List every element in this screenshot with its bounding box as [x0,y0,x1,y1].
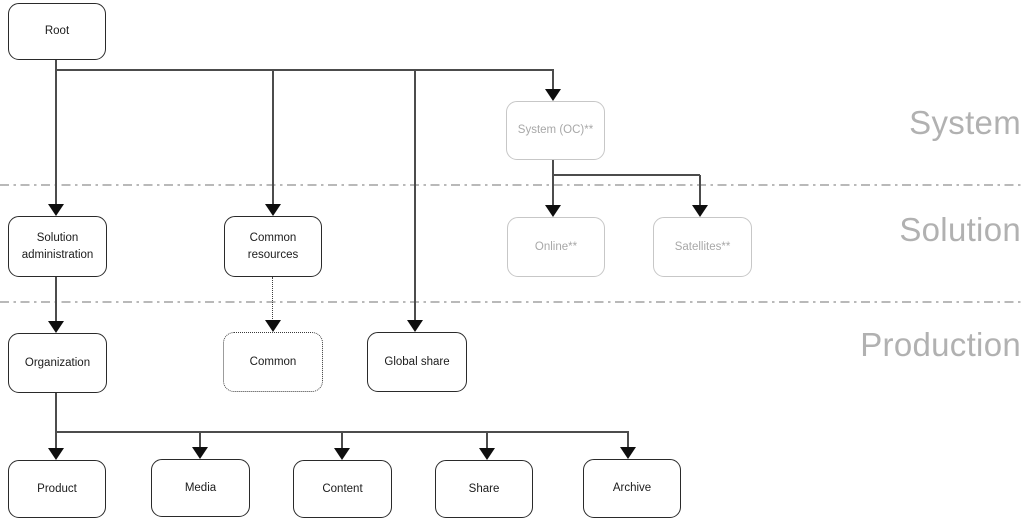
arrowhead-content [334,448,350,460]
node-global-share: Global share [367,332,467,392]
arrowhead-archive [620,447,636,459]
arrowhead-global-share [407,320,423,332]
connector-system-oc-to-satellites [699,175,701,206]
connector-root-to-solution-administration [55,60,57,205]
node-common-resources-label: Common resources [247,232,299,261]
node-solution-administration-label: Solution administration [21,232,94,261]
node-system-oc: System (OC)** [506,101,605,160]
connector-root-to-common-resources [272,70,274,205]
node-satellites: Satellites** [653,217,752,277]
connector-to-archive [627,432,629,448]
node-content: Content [293,460,392,518]
connector-solution-administration-to-organization [55,277,57,322]
node-solution-administration: Solution administration [8,216,107,277]
arrowhead-satellites [692,205,708,217]
node-share-label: Share [468,482,500,495]
zone-label-system: System [909,104,1021,141]
node-online: Online** [507,217,605,277]
arrowhead-common-resources [265,204,281,216]
node-organization: Organization [8,333,107,393]
node-archive-label: Archive [612,482,652,495]
connector-organization-down [55,393,57,449]
node-media-label: Media [184,481,217,494]
arrowhead-share [479,448,495,460]
connector-to-content [341,432,343,449]
connector-root-to-system-oc [552,70,554,90]
node-common: Common [223,332,323,392]
connector-common-resources-to-common-dotted [272,277,274,321]
zone-divider-system-solution [0,184,1024,186]
node-product: Product [8,460,106,518]
arrowhead-solution-administration [48,204,64,216]
node-online-label: Online** [534,240,578,253]
arrowhead-media [192,447,208,459]
node-media: Media [151,459,250,517]
node-satellites-label: Satellites** [674,240,731,253]
node-product-label: Product [37,482,77,495]
node-archive: Archive [583,459,681,518]
arrowhead-common [265,320,281,332]
node-common-label: Common [249,355,297,368]
zone-divider-solution-production [0,301,1024,303]
zone-label-solution: Solution [899,211,1021,248]
node-root-label: Root [44,25,70,38]
arrowhead-product [48,448,64,460]
node-global-share-label: Global share [384,355,450,368]
node-content-label: Content [322,482,363,495]
node-system-oc-label: System (OC)** [517,124,594,137]
arrowhead-online [545,205,561,217]
node-common-resources: Common resources [224,216,322,277]
node-root: Root [8,3,106,60]
connector-system-oc-branch-bar [553,174,700,176]
zone-label-production: Production [860,326,1021,363]
node-share: Share [435,460,533,518]
connector-root-branch-bar [56,69,554,71]
connector-system-oc-to-online [552,160,554,206]
connector-root-to-global-share [414,70,416,321]
connector-to-media [199,432,201,448]
arrowhead-system-oc [545,89,561,101]
connector-to-share [486,432,488,449]
arrowhead-organization [48,321,64,333]
node-organization-label: Organization [24,356,91,369]
